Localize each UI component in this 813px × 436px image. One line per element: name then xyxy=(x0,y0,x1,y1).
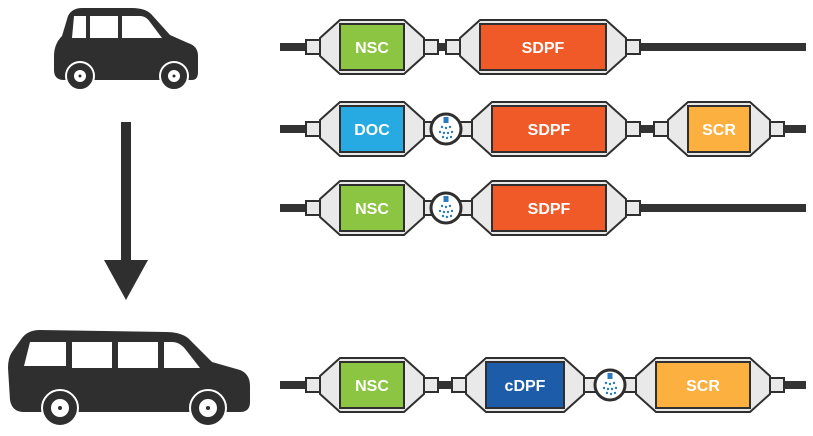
component-label: SCR xyxy=(702,122,736,139)
spray-droplet xyxy=(448,204,452,208)
component-label: DOC xyxy=(354,122,390,139)
injector-nozzle xyxy=(443,117,449,123)
pipe-flange xyxy=(423,39,439,55)
component-label: NSC xyxy=(355,378,389,395)
component-scr: SCR xyxy=(653,101,785,157)
spray-droplet xyxy=(450,130,454,134)
spray-droplet xyxy=(613,391,617,395)
pipe-flange xyxy=(625,39,641,55)
injector-nozzle xyxy=(443,196,449,202)
spray-droplet xyxy=(444,126,448,130)
component-label: NSC xyxy=(355,40,389,57)
pipe-flange xyxy=(653,121,669,137)
urea-injector-spray-icon xyxy=(593,368,627,402)
spray-droplet xyxy=(605,391,609,395)
component-label: cDPF xyxy=(505,378,546,395)
pipe-flange xyxy=(625,200,641,216)
pipe-flange xyxy=(305,200,321,216)
component-label: SDPF xyxy=(528,122,571,139)
component-cdpf: cDPF xyxy=(451,357,599,413)
spray-droplet xyxy=(445,215,449,219)
spray-droplet xyxy=(438,130,442,134)
hatchback-car-icon xyxy=(54,8,198,91)
spray-droplet xyxy=(448,125,452,129)
component-sdpf: SDPF xyxy=(445,19,641,75)
spray-droplet xyxy=(442,131,446,135)
spray-droplet xyxy=(440,204,444,208)
exhaust-line-1: NSC SDPF xyxy=(280,19,806,75)
spray-droplet xyxy=(449,135,453,139)
component-doc: DOC xyxy=(305,101,439,157)
component-label: SDPF xyxy=(528,201,571,218)
injector-nozzle xyxy=(607,373,613,379)
pipe-flange xyxy=(305,377,321,393)
spray-droplet xyxy=(606,387,610,391)
pipe-flange xyxy=(305,121,321,137)
component-core xyxy=(339,105,405,153)
component-core xyxy=(485,361,565,409)
pipe-flange xyxy=(305,39,321,55)
pipe-flange xyxy=(451,377,467,393)
component-sdpf: SDPF xyxy=(457,101,641,157)
component-core xyxy=(479,23,607,71)
component-core xyxy=(687,105,751,153)
component-label: SCR xyxy=(686,378,720,395)
spray-droplet xyxy=(438,209,442,213)
spray-droplet xyxy=(446,210,450,214)
component-core xyxy=(491,105,607,153)
urea-injector-spray-icon xyxy=(429,191,463,225)
spray-droplet xyxy=(610,387,614,391)
spray-droplet xyxy=(449,214,453,218)
spray-droplet xyxy=(440,125,444,129)
spray-droplet xyxy=(604,381,608,385)
spray-droplet xyxy=(444,205,448,209)
spray-droplet xyxy=(609,392,613,396)
component-label: NSC xyxy=(355,201,389,218)
pipe-flange xyxy=(445,39,461,55)
component-core xyxy=(491,184,607,232)
pipe-flange xyxy=(769,121,785,137)
spray-droplet xyxy=(602,386,606,390)
component-core xyxy=(655,361,751,409)
component-core xyxy=(339,361,405,409)
pipe-flange xyxy=(769,377,785,393)
down-arrow-icon xyxy=(104,122,148,300)
spray-droplet xyxy=(446,131,450,135)
spray-droplet xyxy=(612,381,616,385)
component-nsc: NSC xyxy=(305,357,439,413)
spray-droplet xyxy=(441,214,445,218)
component-sdpf: SDPF xyxy=(457,180,641,236)
component-core xyxy=(339,184,405,232)
pipe-flange xyxy=(423,377,439,393)
spray-droplet xyxy=(450,209,454,213)
component-nsc: NSC xyxy=(305,180,439,236)
exhaust-line-4: NSC cDPF SCR xyxy=(280,357,806,413)
spray-droplet xyxy=(445,136,449,140)
pipe-flange xyxy=(625,121,641,137)
spray-droplet xyxy=(614,386,618,390)
urea-injector-spray-icon xyxy=(429,112,463,146)
spray-droplet xyxy=(442,210,446,214)
spray-droplet xyxy=(441,135,445,139)
component-core xyxy=(339,23,405,71)
exhaust-line-2: DOC SDPF SCR xyxy=(280,101,806,157)
spray-droplet xyxy=(608,382,612,386)
exhaust-line-3: NSC SDPF xyxy=(280,180,806,236)
component-label: SDPF xyxy=(522,40,565,57)
component-nsc: NSC xyxy=(305,19,439,75)
component-scr: SCR xyxy=(621,357,785,413)
suv-car-icon xyxy=(8,330,250,427)
